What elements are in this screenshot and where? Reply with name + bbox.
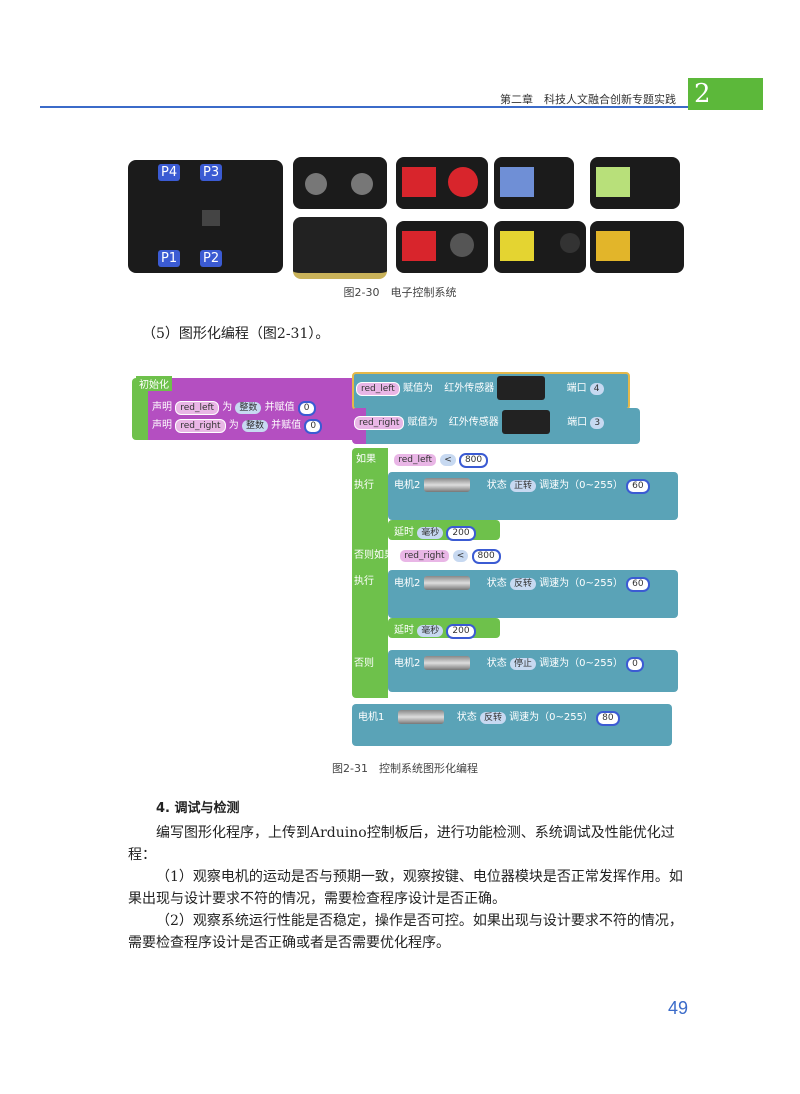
label-p4: P4 — [158, 164, 181, 181]
assign-block-1: red_left 赋值为 红外传感器 端口 4 — [352, 372, 630, 410]
ultrasonic-sensor-photo — [293, 157, 387, 209]
label-p1: P1 — [158, 250, 181, 267]
section-4-title: 4. 调试与检测 — [156, 801, 240, 816]
figure-caption-2-30: 图2-30 电子控制系统 — [343, 286, 457, 299]
yellow-infrared-module-photo — [590, 221, 684, 273]
delay-block-b: 延时 毫秒 200 — [388, 618, 500, 639]
red-potentiometer-module-photo — [396, 221, 488, 273]
section-4-para-2: （1）观察电机的运动是否与预期一致，观察按键、电位器模块是否正常发挥作用。如果出… — [128, 869, 683, 907]
if-label: 如果 red_left < 800 — [356, 450, 489, 468]
declare-row-2: 声明 red_right 为 整数 并赋值 0 — [152, 416, 323, 434]
red-button-module-photo — [396, 157, 488, 209]
motor-block-d: 电机1 状态 反转 调速为（0~255） 80 — [352, 704, 672, 746]
motor-block-a: 电机2 状态 正转 调速为（0~255） 60 — [388, 472, 678, 520]
label-p2: P2 — [200, 250, 223, 267]
if-block: 如果 red_left < 800 执行 否则如果 red_right < 80… — [352, 448, 501, 698]
yellow-sound-module-photo — [494, 221, 586, 273]
else-label: 否则 — [354, 658, 374, 669]
controller-board-photo: P4 P3 P1 P2 — [128, 160, 283, 273]
declare-row-1: 声明 red_left 为 整数 并赋值 0 — [152, 398, 316, 416]
chapter-number: 2 — [694, 79, 711, 109]
green-sensor-module-photo — [590, 157, 680, 209]
figure-electronic-system: P4 P3 P1 P2 — [128, 157, 688, 279]
assign-block-2: red_right 赋值为 红外传感器 端口 3 — [352, 408, 640, 444]
elif-label: 否则如果 red_right < 800 — [354, 546, 501, 564]
exec-label-1: 执行 — [354, 480, 374, 491]
chapter-badge — [688, 78, 763, 110]
figure-caption-2-31: 图2-31 控制系统图形化编程 — [332, 762, 478, 775]
init-label: 初始化 — [136, 376, 172, 391]
motor-block-c: 电机2 状态 停止 调速为（0~255） 0 — [388, 650, 678, 692]
chip — [202, 210, 220, 226]
figure-block-program: 初始化 声明 red_left 为 整数 并赋值 0 声明 red_right … — [130, 370, 680, 750]
delay-block-a: 延时 毫秒 200 — [388, 520, 500, 541]
section-4-para-1: 编写图形化程序，上传到Arduino控制板后，进行功能检测、系统调试及性能优化过… — [128, 825, 675, 863]
header-rule — [40, 106, 688, 108]
section-4-para-3: （2）观察系统运行性能是否稳定，操作是否可控。如果出现与设计要求不符的情况，需要… — [128, 913, 683, 951]
motor-block-b: 电机2 状态 反转 调速为（0~255） 60 — [388, 570, 678, 618]
chapter-header: 第二章 科技人文融合创新专题实践 — [500, 93, 676, 106]
blue-led-module-photo — [494, 157, 574, 209]
label-p3: P3 — [200, 164, 223, 181]
step-5-text: （5）图形化编程（图2-31）。 — [142, 326, 330, 342]
exec-label-2: 执行 — [354, 576, 374, 587]
expansion-board-photo — [293, 217, 387, 279]
page-number: 49 — [668, 998, 689, 1018]
init-block: 初始化 声明 red_left 为 整数 并赋值 0 声明 red_right … — [132, 376, 362, 440]
